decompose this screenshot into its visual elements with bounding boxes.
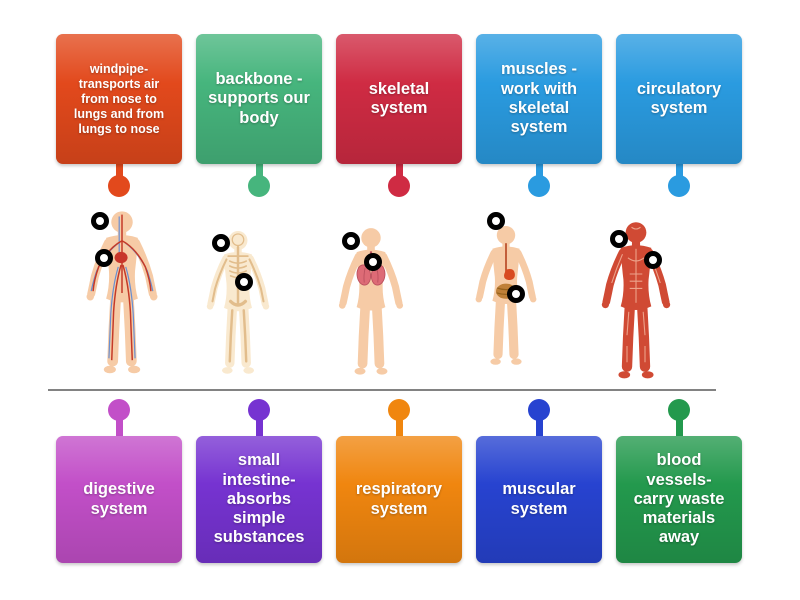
label-card-face: small intestine- absorbs simple substanc…: [196, 436, 322, 563]
label-card-backbone[interactable]: backbone - supports our body: [196, 34, 322, 198]
answer-marker[interactable]: [364, 253, 382, 271]
connector-stem: [395, 160, 403, 188]
connector-knob: [528, 399, 550, 421]
muscular-figure: [601, 222, 671, 379]
connector-knob: [668, 399, 690, 421]
label-text: respiratory system: [355, 480, 443, 518]
label-card-face: muscles - work with skeletal system: [476, 34, 602, 164]
arteries-graphic: [92, 214, 152, 361]
connector-stem: [115, 411, 123, 439]
label-card-circulatory[interactable]: circulatory system: [616, 34, 742, 198]
heart-graphic: [114, 251, 128, 264]
label-card-face: windpipe- transports air from nose to lu…: [56, 34, 182, 164]
connector-stem: [675, 160, 683, 188]
label-text: muscles - work with skeletal system: [500, 60, 578, 137]
answer-marker[interactable]: [507, 285, 525, 303]
label-card-face: skeletal system: [336, 34, 462, 164]
label-text: backbone - supports our body: [208, 70, 310, 127]
answer-marker[interactable]: [95, 249, 113, 267]
label-text: circulatory system: [636, 79, 722, 117]
label-text: skeletal system: [368, 79, 430, 117]
connector-stem: [535, 160, 543, 188]
connector-stem: [255, 411, 263, 439]
connector-knob: [528, 175, 550, 197]
label-card-muscular[interactable]: muscular system: [476, 399, 602, 563]
label-text: windpipe- transports air from nose to lu…: [73, 61, 165, 136]
label-text: small intestine- absorbs simple substanc…: [213, 451, 305, 547]
connector-knob: [388, 399, 410, 421]
connector-knob: [388, 175, 410, 197]
label-card-face: blood vessels- carry waste materials awa…: [616, 436, 742, 563]
connector-knob: [108, 175, 130, 197]
divider-line: [48, 389, 716, 391]
answer-marker[interactable]: [91, 212, 109, 230]
connector-knob: [248, 399, 270, 421]
label-card-face: digestive system: [56, 436, 182, 563]
answer-marker[interactable]: [212, 234, 230, 252]
label-card-blood-vessels[interactable]: blood vessels- carry waste materials awa…: [616, 399, 742, 563]
label-card-muscles[interactable]: muscles - work with skeletal system: [476, 34, 602, 198]
label-card-face: muscular system: [476, 436, 602, 563]
skeleton-graphic: [211, 233, 265, 363]
connector-stem: [535, 411, 543, 439]
connector-stem: [395, 411, 403, 439]
label-text: muscular system: [502, 480, 576, 518]
label-card-face: circulatory system: [616, 34, 742, 164]
connector-stem: [115, 160, 123, 188]
answer-marker[interactable]: [235, 273, 253, 291]
skeletal-figure: [206, 231, 270, 374]
label-card-respiratory[interactable]: respiratory system: [336, 399, 462, 563]
label-card-face: backbone - supports our body: [196, 34, 322, 164]
label-card-digestive[interactable]: digestive system: [56, 399, 182, 563]
respiratory-figure: [338, 228, 404, 375]
answer-marker[interactable]: [487, 212, 505, 230]
connector-stem: [675, 411, 683, 439]
label-card-face: respiratory system: [336, 436, 462, 563]
answer-marker[interactable]: [610, 230, 628, 248]
label-card-windpipe[interactable]: windpipe- transports air from nose to lu…: [56, 34, 182, 198]
connector-knob: [108, 399, 130, 421]
label-card-small-intestine[interactable]: small intestine- absorbs simple substanc…: [196, 399, 322, 563]
connector-stem: [255, 160, 263, 188]
label-text: blood vessels- carry waste materials awa…: [633, 451, 725, 547]
answer-marker[interactable]: [342, 232, 360, 250]
connector-knob: [668, 175, 690, 197]
answer-marker[interactable]: [644, 251, 662, 269]
label-text: digestive system: [83, 480, 155, 518]
label-card-skeletal[interactable]: skeletal system: [336, 34, 462, 198]
circulatory-figure: [86, 211, 158, 374]
connector-knob: [248, 175, 270, 197]
digestive-figure: [475, 226, 537, 365]
